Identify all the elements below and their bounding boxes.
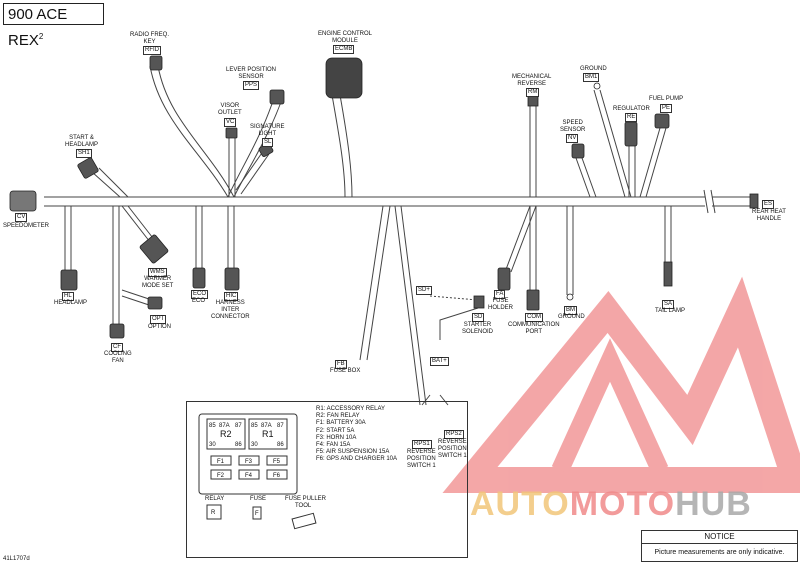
connector-code: SD: [472, 313, 485, 322]
relay-r1-pin: 85: [251, 423, 258, 429]
part-code: R: [211, 510, 216, 516]
part-title: FUSE PULLER: [285, 496, 327, 502]
connector-name: SPEEDOMETER: [3, 223, 50, 229]
fuse-label: F5: [273, 459, 281, 465]
connector-code: FA: [494, 290, 506, 299]
part-title: TOOL: [295, 503, 312, 509]
connector-code: SD+: [416, 286, 432, 295]
connector-name: ECO: [192, 298, 206, 304]
connector-name: SPEED SENSOR: [560, 120, 586, 133]
connector-name: TAIL LAMP: [655, 308, 686, 314]
connector-code: BM: [564, 306, 577, 315]
connector-name: REAR HEAT HANDLE: [752, 209, 786, 222]
connector-name: HEADLAMP: [54, 300, 88, 306]
connector-code: HL: [62, 292, 74, 301]
connector-name: ENGINE CONTROL MODULE: [318, 31, 373, 44]
connector-code: PE: [660, 104, 673, 113]
connector-code: CV: [15, 213, 28, 222]
connector-code: HIC: [224, 292, 239, 301]
connector-name: HARNESS INTER CONNECTOR: [211, 300, 250, 320]
relay-r2-pin: 87A: [219, 423, 230, 429]
connector-code: RPS2: [444, 430, 464, 439]
relay-r2-pin: 30: [209, 442, 216, 448]
connector-name: REVERSE POSITION SWITCH 1: [438, 439, 467, 459]
relay-r1-label: R1: [262, 429, 274, 439]
connector-name: LEVER POSITION SENSOR: [226, 67, 277, 80]
connector-name: START & HEADLAMP: [65, 135, 99, 148]
part-code: F: [255, 511, 259, 517]
connector-code: BAT+: [430, 357, 449, 366]
connector-name: STARTER SOLENOID: [462, 322, 494, 335]
notice-box: NOTICE Picture measurements are only ind…: [641, 530, 798, 562]
connector-name: RADIO FREQ. KEY: [130, 32, 170, 45]
connector-code: RFID: [143, 46, 161, 55]
relay-r1-pin: 87A: [261, 423, 272, 429]
relay-r1-pin: 86: [277, 442, 284, 448]
connector-code: ECO: [191, 290, 209, 299]
part-title: RELAY: [205, 496, 224, 502]
connector-name: FUEL PUMP: [649, 96, 684, 102]
connector-code: RPS1: [412, 440, 432, 449]
fuse-label: F3: [245, 459, 253, 465]
connector-name: MECHANICAL REVERSE: [512, 74, 552, 87]
connector-name: WARMER MODE SET: [142, 276, 174, 289]
connector-code: FB: [335, 360, 347, 369]
fuse-label: F4: [245, 473, 253, 479]
fuse-label: F6: [273, 473, 281, 479]
connector-code: WMS: [148, 268, 167, 277]
relay-r2-pin: 86: [235, 442, 242, 448]
connector-code: SL: [262, 138, 274, 147]
connector-name: GROUND: [580, 66, 607, 72]
connector-code: COM: [525, 313, 543, 322]
diagram-title: 900 ACE REX2: [3, 3, 104, 49]
connector-name: REGULATOR: [613, 106, 650, 112]
fuse-box-detail: 85 87A 87 R2 30 86 85 87A 87 R1 30 86 F1…: [186, 401, 468, 558]
connector-code: PPS: [243, 81, 260, 90]
connector-code: ES: [762, 200, 775, 209]
connector-code: CF: [111, 343, 123, 352]
connector-code: NV: [566, 134, 579, 143]
connector-name: COMMUNICATION PORT: [508, 322, 560, 335]
connector-code: VC: [224, 118, 237, 127]
connector-name: FUSE BOX: [330, 368, 361, 374]
connector-code: SH1: [76, 149, 92, 158]
relay-r2-label: R2: [220, 429, 232, 439]
connector-name: OPTION: [148, 324, 172, 330]
connector-code: BM1: [583, 73, 600, 82]
connector-code: OPT: [150, 315, 167, 324]
connector-name: VISOR OUTLET: [218, 103, 242, 116]
connector-name: FUSE HOLDER: [488, 298, 514, 311]
connector-name: SIGNATURE LIGHT: [250, 124, 285, 137]
relay-r2-pin: 85: [209, 423, 216, 429]
document-id: 41L1707d: [3, 556, 30, 562]
relay-r1-pin: 87: [277, 423, 284, 429]
relay-r1-pin: 30: [251, 442, 258, 448]
notice-text: Picture measurements are only indicative…: [654, 549, 785, 556]
fuse-label: F1: [217, 459, 225, 465]
connector-name: REVERSE POSITION SWITCH 1: [407, 449, 436, 469]
fuse-box-drawing: 85 87A 87 R2 30 86 85 87A 87 R1 30 86 F1…: [198, 413, 327, 530]
connector-name: COOLING FAN: [104, 351, 132, 364]
relay-r2-pin: 87: [235, 423, 242, 429]
part-title: FUSE: [250, 496, 266, 502]
connector-code: RM: [526, 88, 540, 97]
watermark-logo: [442, 276, 800, 493]
fuse-label: F2: [217, 473, 225, 479]
watermark-text: AUTOMOTOHUB: [470, 485, 752, 523]
connector-code: ECMB: [333, 45, 355, 54]
notice-title: NOTICE: [642, 531, 797, 544]
connector-name: GROUND: [558, 314, 585, 320]
connector-code: SA: [662, 300, 675, 309]
connector-code: RE: [625, 113, 638, 122]
